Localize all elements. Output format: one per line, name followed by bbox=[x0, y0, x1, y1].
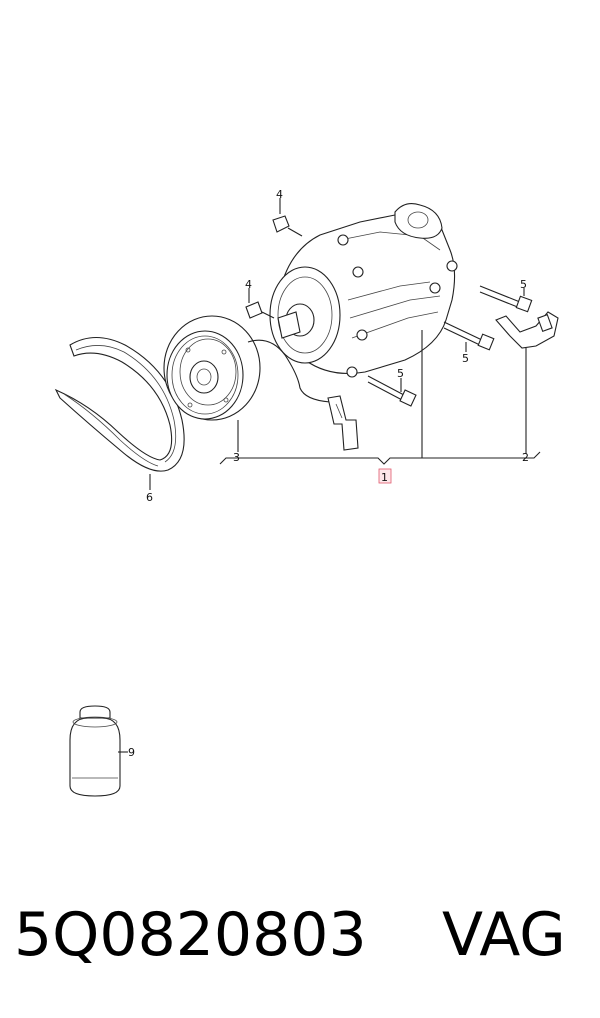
oil-bottle bbox=[69, 705, 128, 797]
callout-6-belt: 6 bbox=[146, 491, 153, 504]
nut-lower bbox=[245, 288, 275, 319]
nut-upper bbox=[272, 198, 303, 237]
part-number: 5Q0820803 bbox=[14, 900, 367, 970]
bolt-right-lower bbox=[443, 321, 495, 352]
callout-1-assembly[interactable]: 1 bbox=[381, 471, 388, 484]
callout-3-pulley: 3 bbox=[233, 451, 240, 464]
bolt-front bbox=[367, 375, 417, 407]
sensor-cable bbox=[247, 339, 359, 451]
ac-compressor bbox=[269, 203, 458, 458]
callout-5-right-upper: 5 bbox=[520, 278, 527, 291]
callout-5-right-lower: 5 bbox=[462, 352, 469, 365]
callout-4-upper: 4 bbox=[276, 188, 283, 201]
callout-5-front: 5 bbox=[397, 367, 404, 380]
pulley-clutch bbox=[163, 315, 261, 452]
callout-1-highlight-box bbox=[378, 468, 392, 484]
brand-name: VAG bbox=[442, 900, 566, 970]
part-footer: 5Q0820803 VAG bbox=[14, 895, 594, 975]
callout-4-lower: 4 bbox=[245, 278, 252, 291]
bolt-right-upper bbox=[479, 285, 533, 313]
callout-9-bottle: 9 bbox=[128, 746, 135, 759]
pressure-sensor bbox=[495, 311, 559, 454]
assembly-bracket bbox=[219, 451, 541, 465]
callout-2-sensor: 2 bbox=[522, 451, 529, 464]
